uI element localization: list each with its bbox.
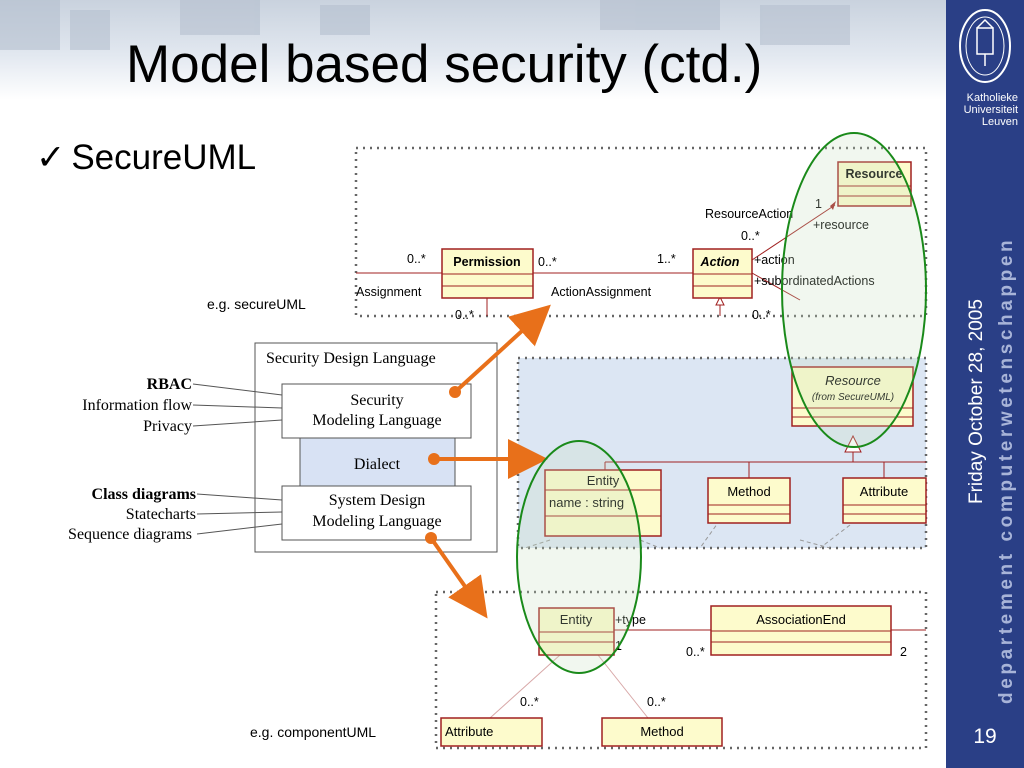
- left-label: RBAC: [147, 376, 192, 393]
- bullet-text: SecureUML: [71, 138, 257, 177]
- association-label: ActionAssignment: [551, 285, 652, 299]
- uml-class-name: Action: [700, 255, 740, 269]
- university-name: Katholieke Universiteit Leuven: [946, 92, 1024, 128]
- multiplicity-label: 0..*: [520, 695, 539, 709]
- banner-artwork: [0, 0, 850, 50]
- container-title: Security Design Language: [266, 350, 436, 367]
- box-label: Modeling Language: [312, 513, 441, 530]
- box-label: Security: [350, 392, 403, 409]
- multiplicity-label: 0..*: [455, 308, 474, 322]
- multiplicity-label: 1: [815, 197, 822, 211]
- university-line: Katholieke: [966, 92, 1018, 104]
- checkmark-icon: ✓: [36, 138, 66, 177]
- left-label: Information flow: [82, 397, 192, 414]
- uml-class-method: [707, 477, 791, 524]
- left-label: Class diagrams: [92, 486, 196, 503]
- diagram-canvas: Resource Permission Action ResourceActio…: [68, 132, 928, 750]
- highlight-ellipse-entity: [516, 440, 642, 674]
- uml-class-name: Resource: [846, 167, 903, 181]
- secureuml-diagram: Resource Permission Action ResourceActio…: [354, 146, 928, 322]
- uml-class-name: Method: [727, 484, 770, 499]
- uml-class-name: AssociationEnd: [756, 612, 846, 627]
- bullet-item: ✓SecureUML: [36, 138, 256, 178]
- componentuml-diagram: Entity AssociationEnd Attribute Method +…: [434, 590, 928, 750]
- uml-attribute: name : string: [549, 495, 624, 510]
- association-label: ResourceAction: [705, 207, 793, 221]
- uml-class-name: Method: [640, 724, 683, 739]
- dialect-diagram: Resource (from SecureUML) Entity name : …: [516, 356, 928, 550]
- arrow-to-componentuml: [429, 536, 488, 619]
- uml-class-resource: [837, 161, 912, 207]
- uml-class-method: [601, 717, 723, 747]
- uml-class-name: Attribute: [445, 724, 493, 739]
- arrow-origin-dot: [428, 453, 440, 465]
- arrow-origin-dot: [425, 532, 437, 544]
- header-banner: [0, 0, 946, 100]
- uml-class-attribute: [440, 717, 543, 747]
- university-line: Universiteit: [963, 104, 1018, 116]
- uml-class-name: Resource: [825, 373, 881, 388]
- multiplicity-label: 0..*: [741, 229, 760, 243]
- left-label: Statecharts: [126, 506, 196, 523]
- department-name-watermark: departement computerwetenschappen: [996, 236, 1017, 704]
- page-number: 19: [973, 725, 997, 748]
- role-label: +action: [754, 253, 795, 267]
- association-label: Assignment: [356, 285, 422, 299]
- security-modeling-language-box: [281, 383, 472, 439]
- box-label: Dialect: [354, 456, 401, 473]
- uml-class-name: Attribute: [860, 484, 908, 499]
- uml-class-attribute: [842, 477, 927, 524]
- highlight-ellipse-resource: [781, 132, 927, 448]
- uml-class-entity: [544, 469, 662, 537]
- uml-class-name: Permission: [453, 255, 520, 269]
- multiplicity-label: 0..*: [647, 695, 666, 709]
- role-label: +subordinatedActions: [754, 274, 875, 288]
- multiplicity-label: 2: [900, 645, 907, 659]
- multiplicity-label: 0..*: [752, 308, 771, 322]
- system-design-modeling-language-box: [281, 485, 472, 541]
- slide-date: Friday October 28, 2005: [966, 299, 987, 504]
- role-label: +resource: [813, 218, 869, 232]
- uml-class-name: Entity: [560, 612, 593, 627]
- left-label: Privacy: [143, 418, 192, 435]
- university-seal-logo: [959, 9, 1011, 83]
- sidebar: [946, 0, 1024, 768]
- box-label: Modeling Language: [312, 412, 441, 429]
- mapping-arrows: [429, 304, 551, 619]
- left-label: Sequence diagrams: [68, 526, 192, 543]
- university-line: Leuven: [981, 116, 1018, 128]
- multiplicity-label: 0..*: [686, 645, 705, 659]
- caption-secureuml: e.g. secureUML: [207, 296, 306, 312]
- caption-componentuml: e.g. componentUML: [250, 724, 377, 740]
- arrow-to-secureuml: [453, 304, 551, 394]
- slide-title: Model based security (ctd.): [126, 35, 763, 94]
- box-label: System Design: [329, 492, 425, 509]
- arrow-origin-dot: [449, 386, 461, 398]
- multiplicity-label: 1..*: [657, 252, 676, 266]
- uml-class-name: Entity: [587, 473, 620, 488]
- multiplicity-label: 0..*: [407, 252, 426, 266]
- language-diagram: Security Design Language Security Modeli…: [68, 342, 498, 553]
- uml-class-stereotype: (from SecureUML): [812, 392, 894, 403]
- multiplicity-label: 0..*: [538, 255, 557, 269]
